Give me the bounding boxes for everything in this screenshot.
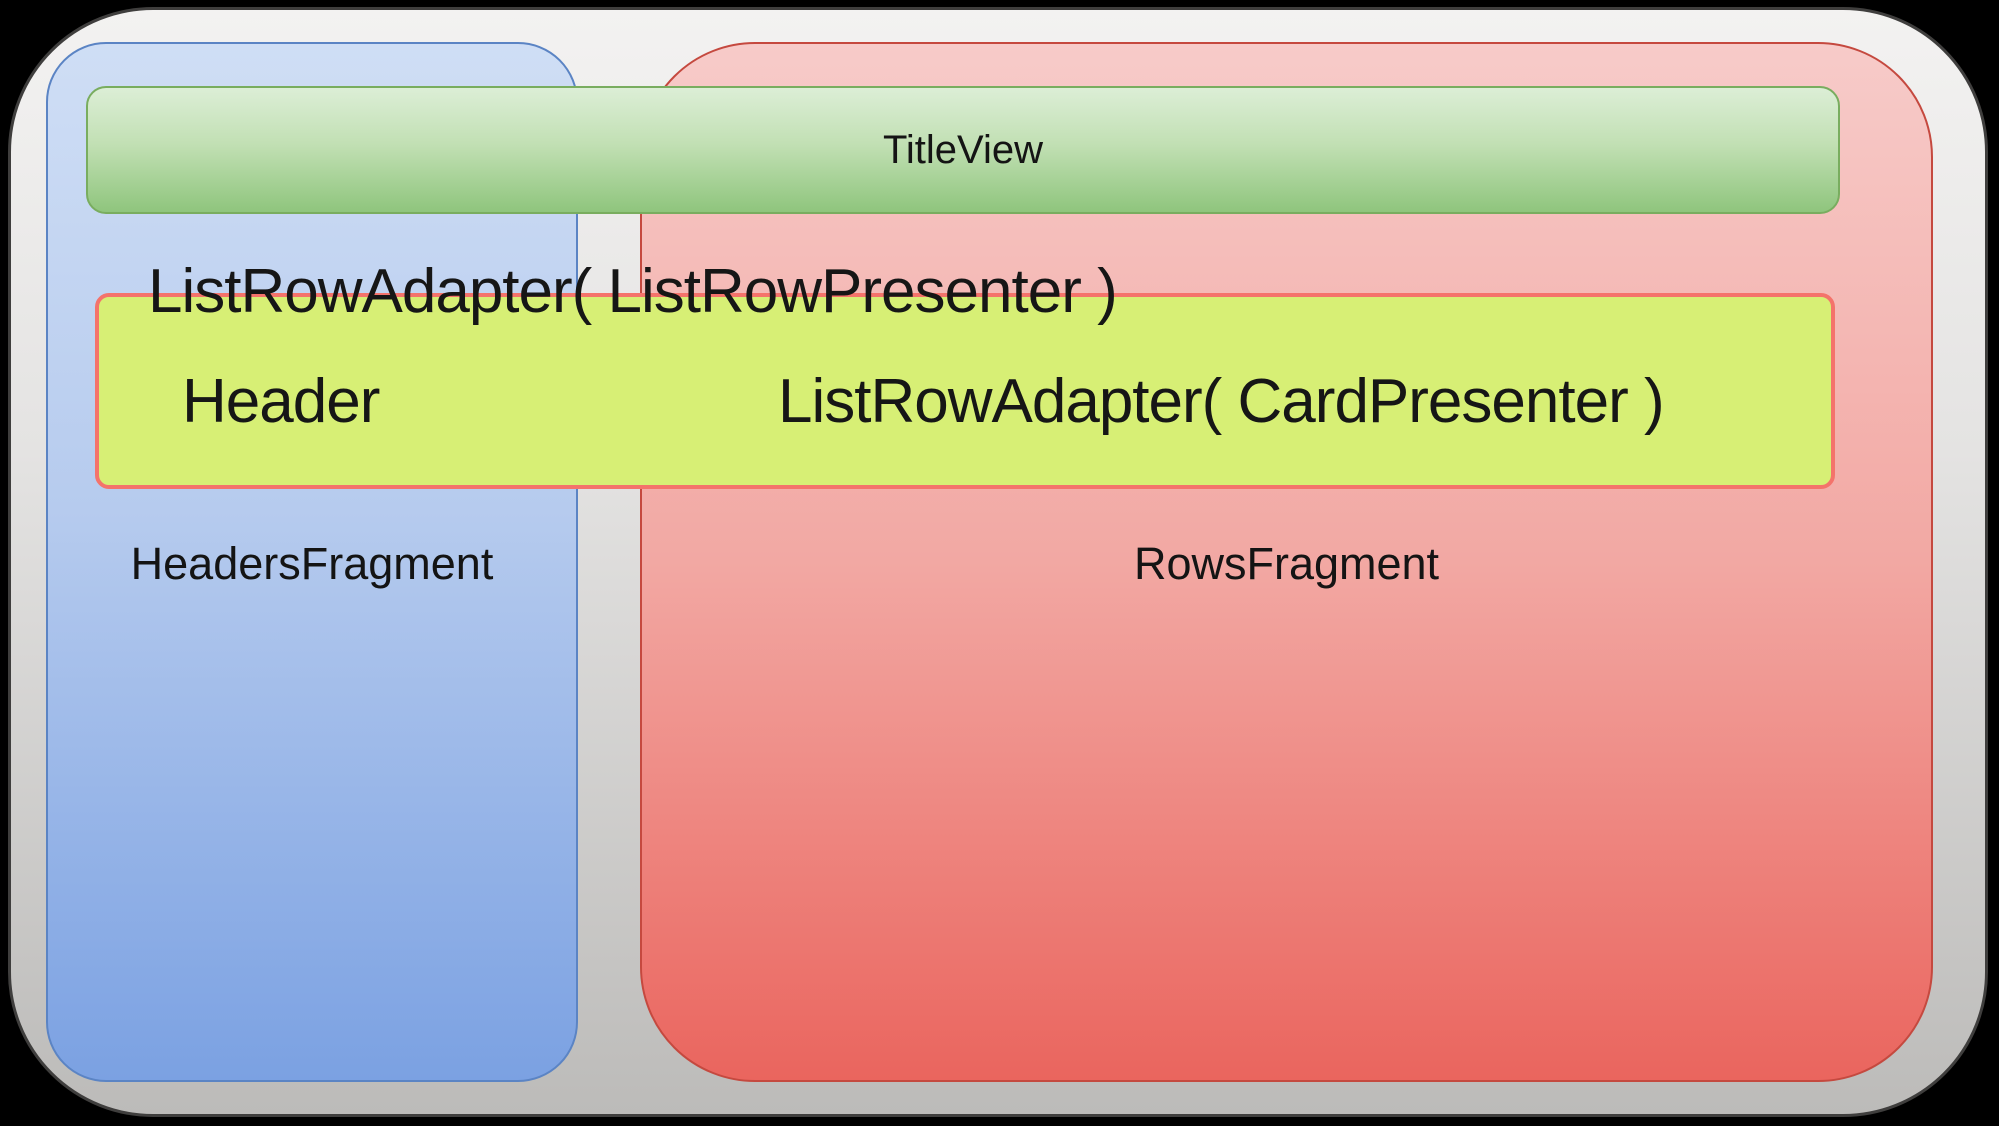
title-view-bar: TitleView (86, 86, 1840, 214)
list-row-adapter-card-label: ListRowAdapter( CardPresenter ) (778, 367, 1665, 436)
list-row-box (95, 293, 1835, 489)
headers-fragment-rect (46, 42, 578, 1082)
header-label: Header (182, 367, 380, 436)
headers-fragment-label: HeadersFragment (130, 538, 494, 589)
title-view-label: TitleView (882, 127, 1044, 172)
rows-fragment-rect (640, 42, 1933, 1082)
list-row-adapter-presenter-label: ListRowAdapter( ListRowPresenter ) (148, 257, 1118, 326)
rows-fragment-label: RowsFragment (1133, 538, 1440, 589)
